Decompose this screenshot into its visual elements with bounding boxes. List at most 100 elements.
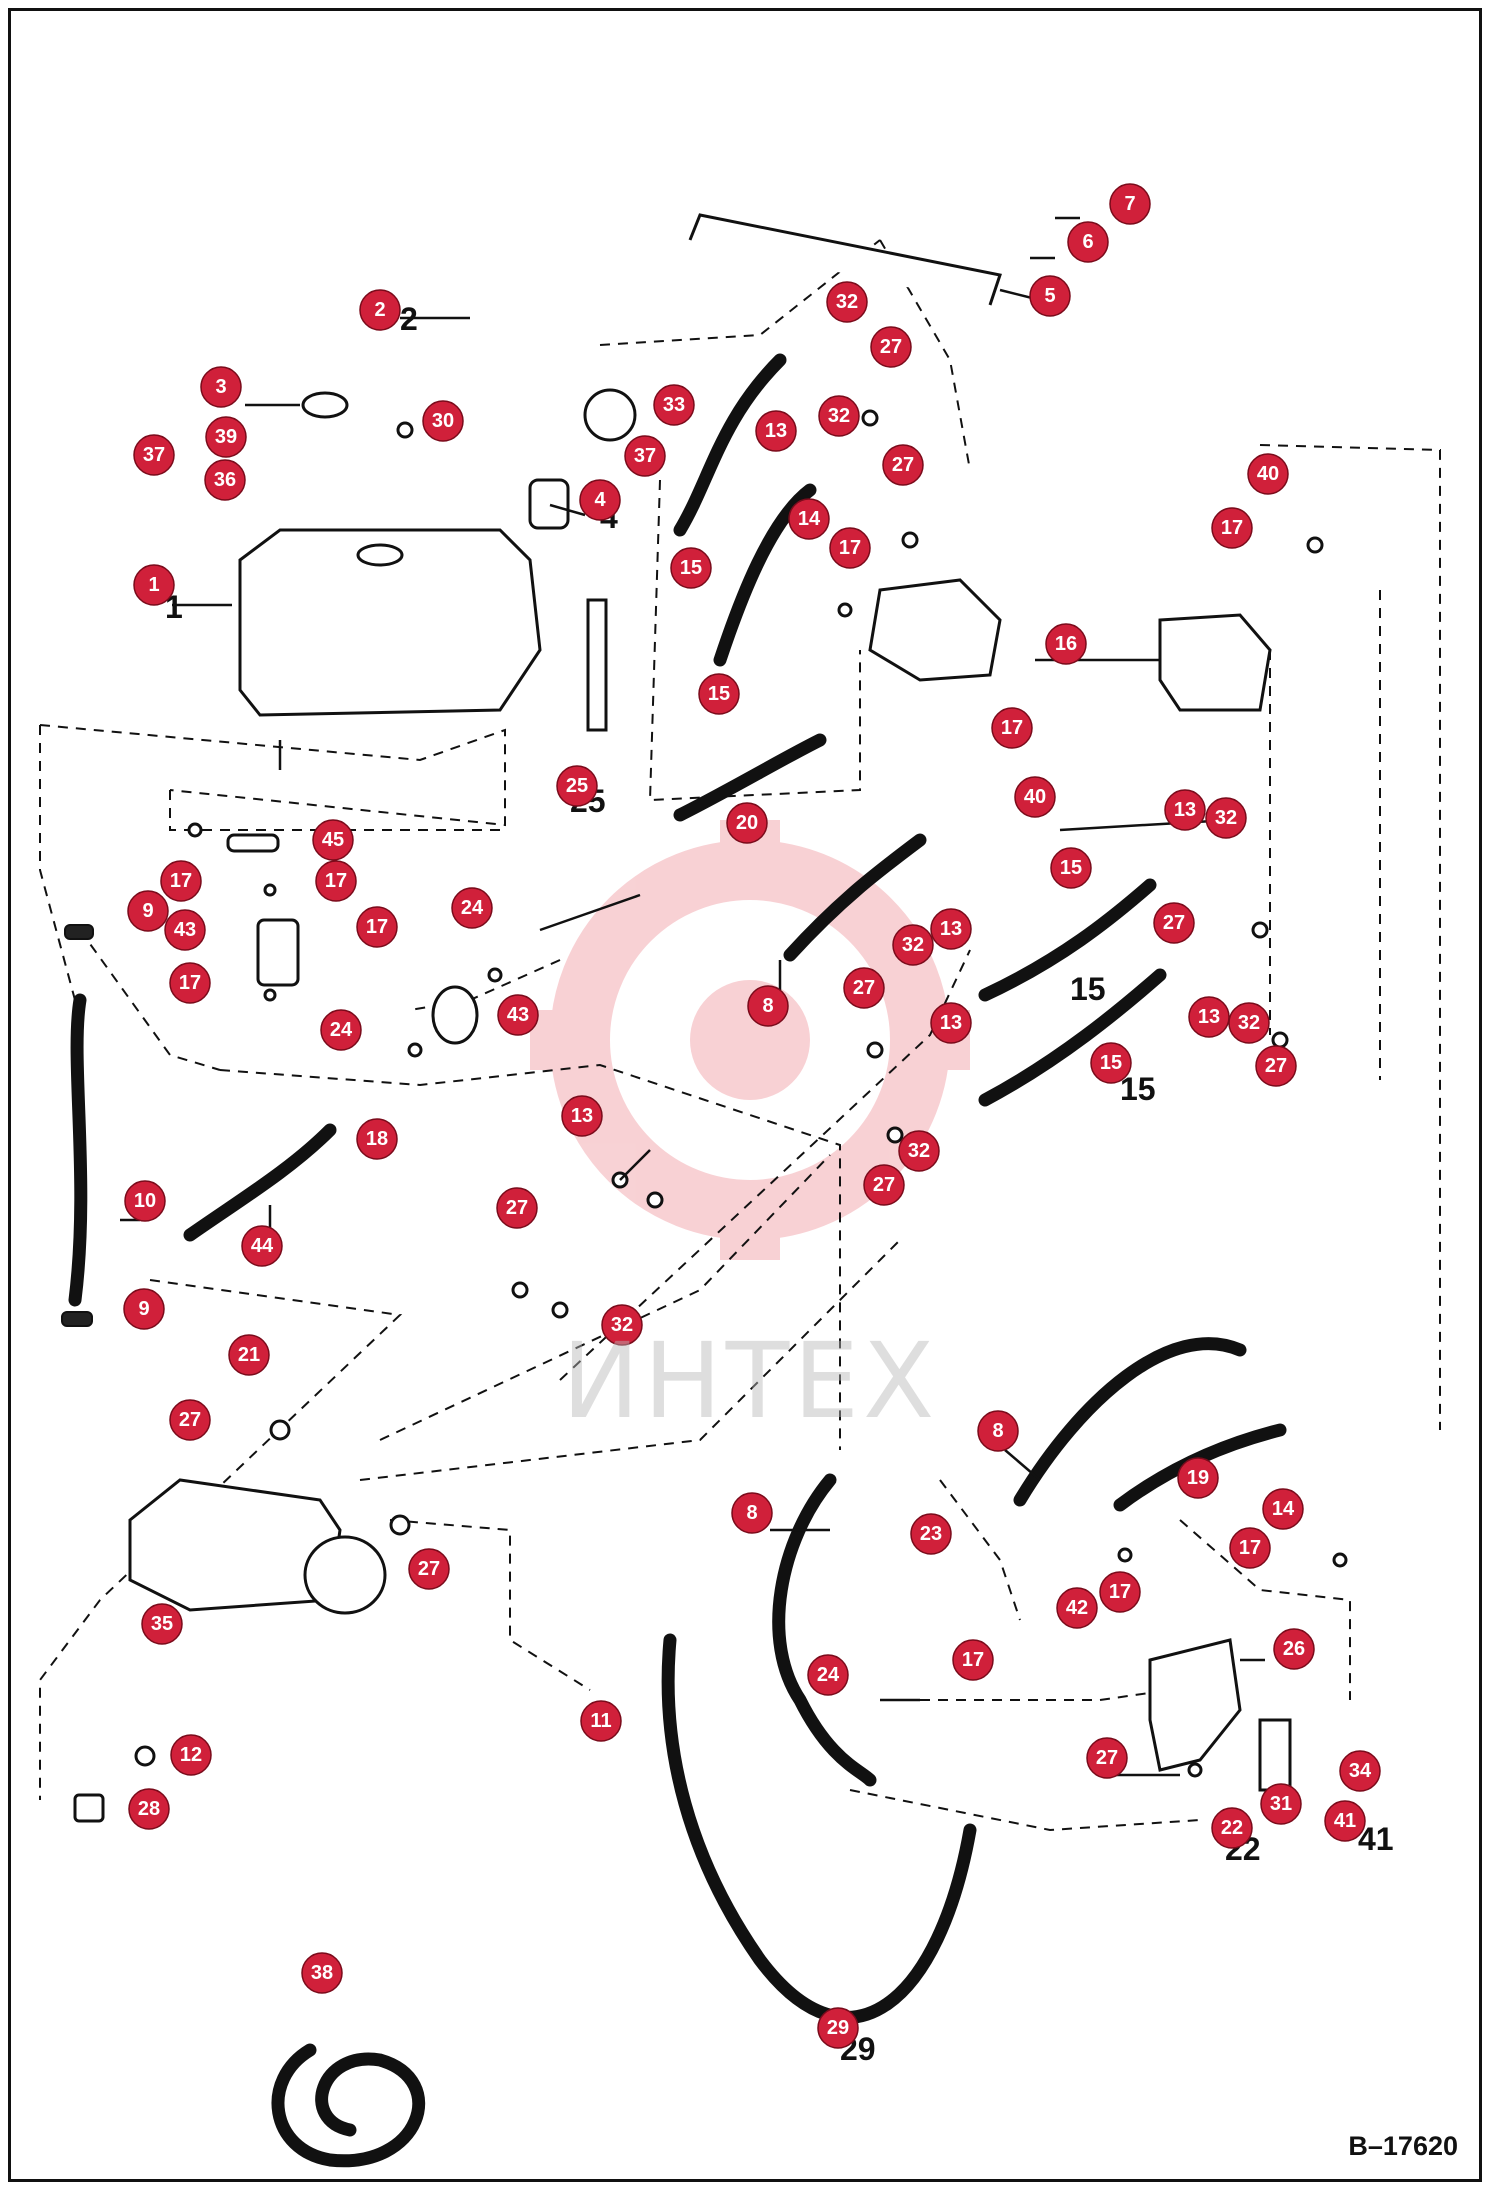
- callout-27: 27: [408, 1548, 450, 1590]
- gear-pump: [868, 578, 1002, 682]
- callout-8: 8: [977, 1410, 1019, 1452]
- callout-27: 27: [169, 1399, 211, 1441]
- svg-text:27: 27: [880, 336, 902, 358]
- svg-text:10: 10: [134, 1190, 156, 1212]
- callout-37: 37: [624, 435, 666, 477]
- svg-text:7: 7: [1124, 193, 1135, 215]
- callout-41: 41: [1324, 1800, 1366, 1842]
- svg-text:37: 37: [634, 445, 656, 467]
- callout-22: 22: [1211, 1807, 1253, 1849]
- svg-text:32: 32: [908, 1140, 930, 1162]
- callout-15: 15: [1090, 1042, 1132, 1084]
- callout-9: 9: [123, 1288, 165, 1330]
- svg-text:40: 40: [1024, 786, 1046, 808]
- callout-27: 27: [1255, 1045, 1297, 1087]
- callout-35: 35: [141, 1603, 183, 1645]
- svg-text:31: 31: [1270, 1793, 1292, 1815]
- svg-text:36: 36: [214, 469, 236, 491]
- svg-text:45: 45: [322, 829, 344, 851]
- svg-text:20: 20: [736, 812, 758, 834]
- callout-32: 32: [1228, 1002, 1270, 1044]
- callout-32: 32: [601, 1304, 643, 1346]
- callout-17: 17: [1099, 1571, 1141, 1613]
- callout-18: 18: [356, 1118, 398, 1160]
- callout-19: 19: [1177, 1457, 1219, 1499]
- callout-39: 39: [205, 416, 247, 458]
- svg-text:13: 13: [940, 1012, 962, 1034]
- svg-text:39: 39: [215, 426, 237, 448]
- callouts: 1 2 3 4 5 6 7 8 8 8 9 9 10 11 12 13 13 1…: [123, 183, 1381, 2049]
- callout-32: 32: [826, 281, 868, 323]
- svg-text:27: 27: [1096, 1747, 1118, 1769]
- callout-27: 27: [1153, 902, 1195, 944]
- svg-text:14: 14: [798, 508, 821, 530]
- filter-element: [256, 918, 300, 987]
- callout-27: 27: [882, 444, 924, 486]
- callout-13: 13: [755, 410, 797, 452]
- filler-cap: [301, 391, 349, 419]
- svg-text:17: 17: [325, 870, 347, 892]
- svg-text:27: 27: [506, 1197, 528, 1219]
- svg-text:22: 22: [1221, 1817, 1243, 1839]
- callout-13: 13: [930, 908, 972, 950]
- svg-text:27: 27: [892, 454, 914, 476]
- svg-text:17: 17: [1109, 1581, 1131, 1603]
- callout-20: 20: [726, 802, 768, 844]
- svg-text:24: 24: [817, 1664, 840, 1686]
- svg-text:17: 17: [170, 870, 192, 892]
- callout-9: 9: [127, 890, 169, 932]
- svg-text:32: 32: [902, 934, 924, 956]
- svg-text:16: 16: [1055, 633, 1077, 655]
- callout-17: 17: [991, 707, 1033, 749]
- control-valve: [1148, 1638, 1242, 1772]
- callout-27: 27: [496, 1187, 538, 1229]
- callout-24: 24: [451, 887, 493, 929]
- callout-4: 4: [579, 479, 621, 521]
- svg-text:1: 1: [148, 574, 159, 596]
- svg-text:9: 9: [138, 1298, 149, 1320]
- svg-text:21: 21: [238, 1344, 260, 1366]
- svg-text:17: 17: [839, 537, 861, 559]
- o-rings: [134, 409, 1348, 1778]
- svg-text:17: 17: [366, 916, 388, 938]
- svg-text:13: 13: [765, 420, 787, 442]
- callout-44: 44: [241, 1225, 283, 1267]
- callout-15: 15: [698, 673, 740, 715]
- svg-text:33: 33: [663, 394, 685, 416]
- svg-text:12: 12: [180, 1744, 202, 1766]
- svg-text:13: 13: [940, 918, 962, 940]
- svg-text:11: 11: [590, 1710, 611, 1732]
- callout-34: 34: [1339, 1750, 1381, 1792]
- callout-5: 5: [1029, 275, 1071, 317]
- callout-8: 8: [747, 985, 789, 1027]
- callout-33: 33: [653, 384, 695, 426]
- callout-11: 11: [580, 1700, 622, 1742]
- svg-text:27: 27: [1265, 1055, 1287, 1077]
- callout-28: 28: [128, 1788, 170, 1830]
- svg-text:6: 6: [1082, 231, 1093, 253]
- callout-13: 13: [930, 1002, 972, 1044]
- svg-text:2: 2: [400, 301, 418, 337]
- svg-text:25: 25: [566, 775, 588, 797]
- callout-36: 36: [204, 459, 246, 501]
- svg-text:30: 30: [432, 410, 454, 432]
- callout-32: 32: [818, 395, 860, 437]
- components: [61, 213, 1292, 1823]
- callout-38: 38: [301, 1952, 343, 1994]
- callout-17: 17: [315, 860, 357, 902]
- svg-text:27: 27: [853, 977, 875, 999]
- watermark-logo: [530, 820, 970, 1260]
- callout-6: 6: [1067, 221, 1109, 263]
- svg-text:34: 34: [1349, 1760, 1372, 1782]
- callout-31: 31: [1260, 1783, 1302, 1825]
- svg-text:27: 27: [418, 1558, 440, 1580]
- svg-text:29: 29: [827, 2017, 849, 2039]
- svg-text:9: 9: [142, 900, 153, 922]
- callout-3: 3: [200, 366, 242, 408]
- svg-text:28: 28: [138, 1798, 160, 1820]
- svg-text:24: 24: [330, 1019, 353, 1041]
- svg-text:27: 27: [179, 1409, 201, 1431]
- svg-text:42: 42: [1066, 1597, 1088, 1619]
- callout-15: 15: [670, 547, 712, 589]
